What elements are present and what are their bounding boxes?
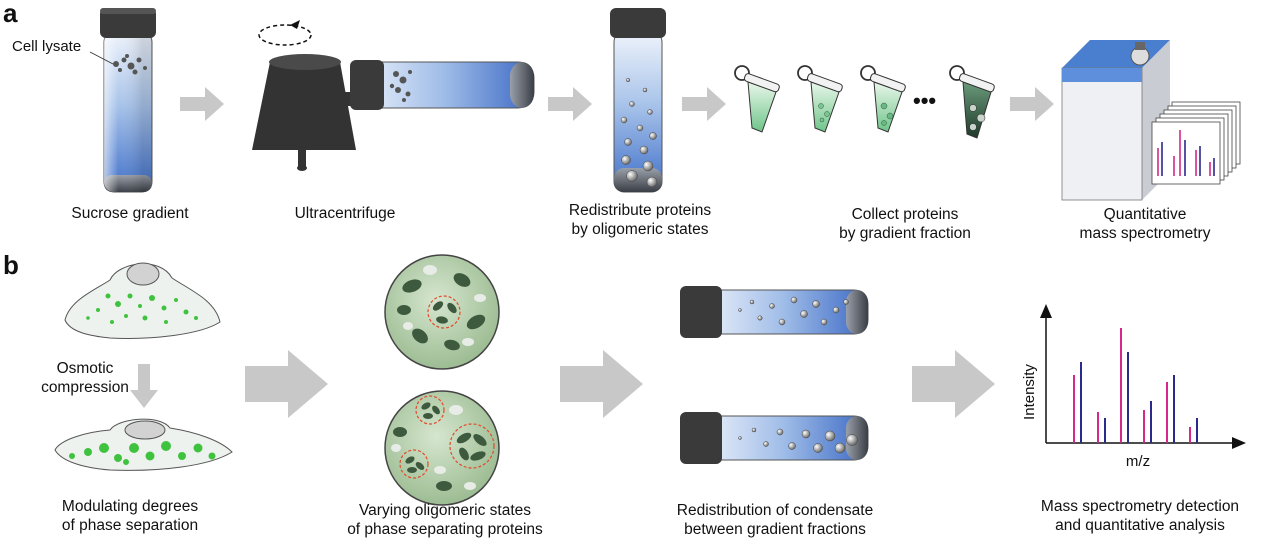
oligomer-circle-high	[384, 390, 500, 506]
y-axis-label: Intensity	[1021, 364, 1038, 420]
panel-label-a: a	[3, 0, 18, 28]
panel-label-b: b	[3, 250, 19, 280]
label-varying: Varying oligomeric states of phase separ…	[347, 502, 543, 538]
oligomer-circle-low	[384, 254, 500, 370]
fraction-tube-last	[949, 65, 995, 139]
arrow-a4	[1010, 87, 1054, 121]
label-sucrose-gradient: Sucrose gradient	[71, 205, 189, 222]
label-quantitative-ms: Quantitative mass spectrometry	[1079, 206, 1211, 242]
x-axis-label: m/z	[1126, 453, 1150, 470]
sucrose-gradient-tube	[89, 8, 156, 193]
arrow-a2	[548, 87, 592, 121]
label-ultracentrifuge: Ultracentrifuge	[294, 205, 396, 222]
label-modulating: Modulating degrees of phase separation	[61, 498, 199, 534]
label-osmotic-compression: Osmotic compression	[41, 360, 129, 396]
label-redistribution: Redistribution of condensate between gra…	[676, 502, 874, 538]
ultracentrifuge-icon	[252, 20, 535, 171]
arrow-b1	[245, 350, 328, 418]
redistributed-tube	[610, 8, 666, 193]
cell-before-compression	[64, 262, 221, 339]
spectrum-plot: Intensity m/z	[1021, 304, 1246, 470]
label-collect: Collect proteins by gradient fraction	[839, 206, 971, 242]
label-redistribute: Redistribute proteins by oligomeric stat…	[568, 202, 712, 238]
arrow-a1	[180, 87, 224, 121]
label-ms-detection: Mass spectrometry detection and quantita…	[1040, 498, 1240, 534]
fraction-tube-3	[860, 65, 906, 133]
fraction-tube-1	[734, 65, 780, 133]
cell-after-compression	[54, 418, 233, 471]
fraction-tube-2	[797, 65, 843, 133]
arrow-compression	[130, 364, 158, 408]
gradient-tube-high	[680, 412, 869, 464]
cell-lysate-label: Cell lysate	[12, 38, 81, 55]
gradient-tube-low	[680, 286, 869, 338]
arrow-b3	[912, 350, 995, 418]
arrow-a3	[682, 87, 726, 121]
mass-spectrometer-icon	[1061, 40, 1241, 201]
arrow-b2	[560, 350, 643, 418]
ellipsis: •••	[913, 88, 936, 113]
